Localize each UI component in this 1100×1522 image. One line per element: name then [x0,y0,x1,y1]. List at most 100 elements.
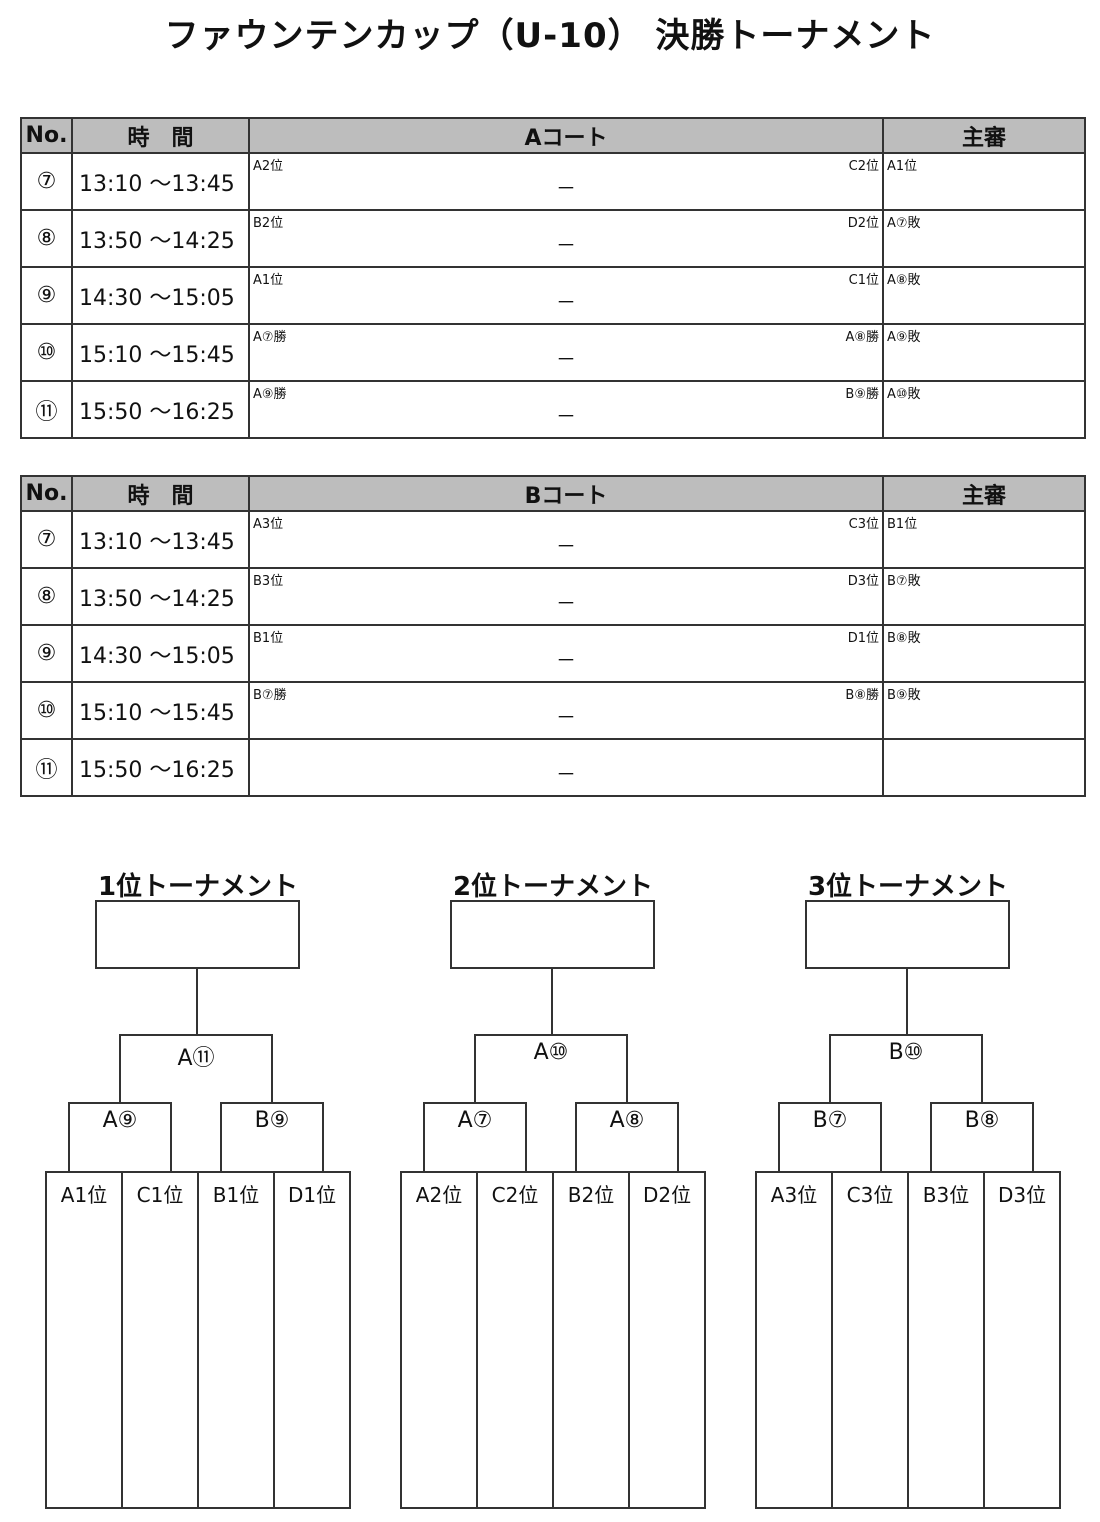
semifinal-left-label: B⑦ [812,1108,848,1133]
referee: B1位 [887,517,918,532]
home-team: B3位 [253,574,284,589]
bracket-line [220,1102,222,1172]
team-column: D2位 [628,1171,706,1509]
match-time: 14:30 ～15:05 [71,266,250,325]
match-time: 14:30 ～15:05 [71,624,250,683]
bracket-line [677,1102,679,1172]
referee-cell: A⑨敗 [882,323,1086,382]
table-row: ⑦ 13:10 ～13:45 A2位－C2位 A1位 [20,152,1086,211]
referee: B⑨敗 [887,688,921,703]
bracket-line [930,1102,1034,1104]
team-label: C1位 [136,1183,184,1207]
table-row: ⑧ 13:50 ～14:25 B3位－D3位 B⑦敗 [20,567,1086,626]
match-cell: － [248,738,884,797]
match-cell: B3位－D3位 [248,567,884,626]
match-separator: － [556,534,576,558]
semifinal-right-label: B⑧ [964,1108,1000,1133]
team-column: C3位 [831,1171,909,1509]
match-cell: B⑦勝－B⑧勝 [248,681,884,740]
home-team: A⑨勝 [253,387,287,402]
match-time: 15:10 ～15:45 [71,323,250,382]
table-row: ⑧ 13:50 ～14:25 B2位－D2位 A⑦敗 [20,209,1086,268]
match-separator: － [556,290,576,314]
match-cell: A3位 － C3位 [248,510,884,569]
match-no: ⑩ [20,681,73,740]
court-b-schedule-table: No. 時 間 Bコート 主審 ⑦ 13:10 ～13:45 A3位－C3位 B… [20,475,1086,797]
team-label: A3位 [770,1183,818,1207]
final-match-label: A⑪ [177,1046,215,1071]
bracket-line [778,1102,780,1172]
final-match-label: B⑩ [888,1040,924,1065]
match-separator: － [556,347,576,371]
winner-box [450,900,655,969]
home-team: B2位 [253,216,284,231]
bracket-line [220,1102,324,1104]
bracket-line [170,1102,172,1172]
team-label: D3位 [997,1183,1047,1207]
referee-cell: A⑩敗 [882,380,1086,439]
team-label: C3位 [846,1183,894,1207]
header-time: 時 間 [71,117,250,154]
referee-cell: B⑨敗 [882,681,1086,740]
bracket-line [423,1102,527,1104]
match-no: ⑦ [20,510,73,569]
final-match-label: A⑩ [533,1040,569,1065]
bracket-line [575,1102,577,1172]
table-header-row: No. 時 間 Aコート 主審 [20,117,1086,154]
bracket-line [906,969,908,1035]
away-team: C3位 [848,517,879,532]
table-row: ⑨ 14:30 ～15:05 B1位－D1位 B⑧敗 [20,624,1086,683]
page-title: ファウンテンカップ（U-10） 決勝トーナメント [164,16,936,56]
referee: A⑦敗 [887,216,921,231]
bracket-line [119,1034,273,1036]
bracket-line [271,1034,273,1103]
team-column: B2位 [552,1171,630,1509]
match-time: 13:50 ～14:25 [71,567,250,626]
bracket-line [626,1034,628,1103]
referee: A⑧敗 [887,273,921,288]
match-no: ⑩ [20,323,73,382]
match-no: ⑦ [20,152,73,211]
match-separator: － [556,233,576,257]
away-team: C1位 [848,273,879,288]
table-row: ⑪ 15:50 ～16:25 － [20,738,1086,797]
match-separator: － [556,176,576,200]
team-column: B3位 [907,1171,985,1509]
away-team: D2位 [847,216,879,231]
bracket-line [322,1102,324,1172]
bracket-line [474,1034,628,1036]
team-label: A1位 [60,1183,108,1207]
tournament-title: 2位トーナメント [452,872,654,902]
team-label: C2位 [491,1183,539,1207]
semifinal-left-label: A⑦ [457,1108,493,1133]
winner-box [805,900,1010,969]
bracket-line [829,1034,831,1103]
match-time: 15:50 ～16:25 [71,738,250,797]
match-time: 15:50 ～16:25 [71,380,250,439]
home-team: B1位 [253,631,284,646]
bracket-line [981,1034,983,1103]
match-time: 13:50 ～14:25 [71,209,250,268]
match-separator: － [556,762,576,786]
home-team: A2位 [253,159,284,174]
header-no: No. [20,475,73,512]
bracket-line [196,969,198,1035]
team-column: D1位 [273,1171,351,1509]
match-separator: － [556,404,576,428]
bracket-line [423,1102,425,1172]
home-team: A3位 [253,517,284,532]
team-column: D3位 [983,1171,1061,1509]
team-label: B2位 [567,1183,615,1207]
match-cell: A⑨勝－B⑨勝 [248,380,884,439]
team-column: C1位 [121,1171,199,1509]
table-row: ⑩ 15:10 ～15:45 A⑦勝－A⑧勝 A⑨敗 [20,323,1086,382]
team-label: B1位 [212,1183,260,1207]
match-no: ⑧ [20,567,73,626]
header-ref: 主審 [882,117,1086,154]
court-a-schedule-table: No. 時 間 Aコート 主審 ⑦ 13:10 ～13:45 A2位－C2位 A… [20,117,1086,439]
semifinal-right-label: B⑨ [254,1108,290,1133]
bracket-line [474,1034,476,1103]
header-time: 時 間 [71,475,250,512]
table-row: ⑦ 13:10 ～13:45 A3位－C3位 B1位 [20,510,1086,569]
semifinal-right-label: A⑧ [609,1108,645,1133]
